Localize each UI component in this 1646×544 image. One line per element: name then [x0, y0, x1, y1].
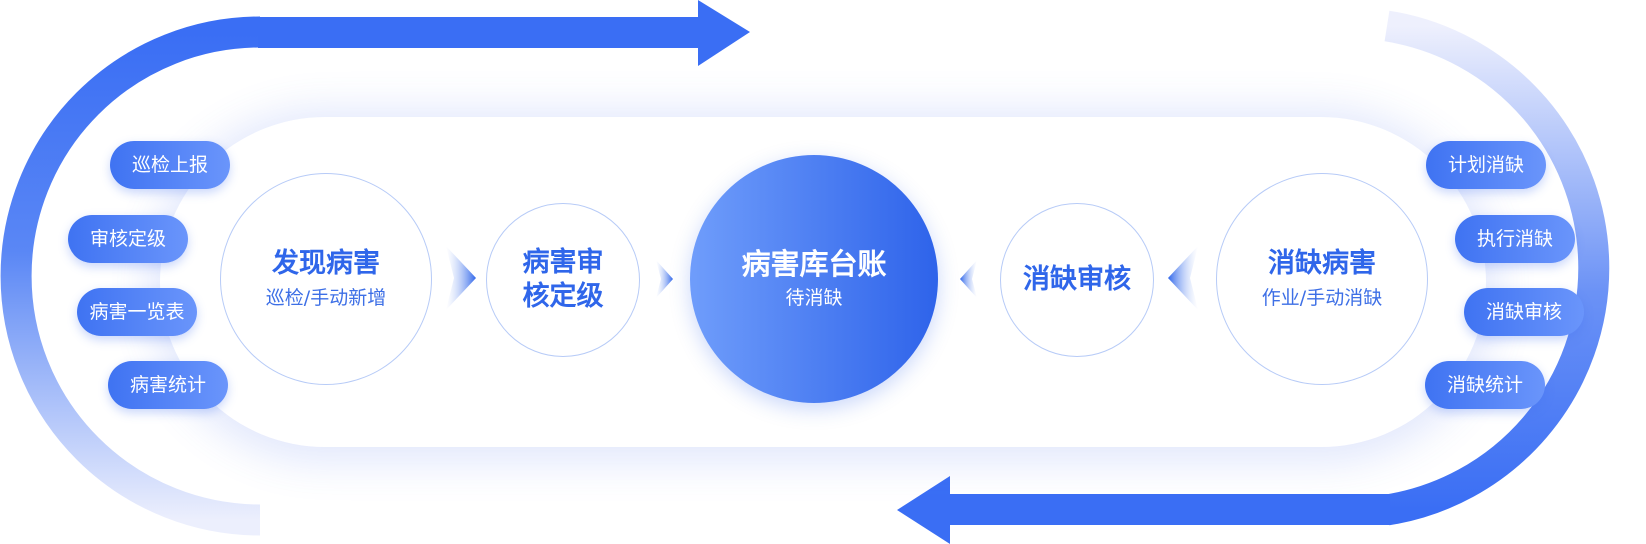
left-loop-arc [0, 16, 261, 536]
node-discover-defect: 发现病害 巡检/手动新增 [220, 173, 432, 385]
node-eliminate-title: 消缺病害 [1268, 248, 1376, 279]
left-item-review-grade[interactable]: 审核定级 [68, 215, 188, 263]
node-elimination-review: 消缺审核 [1000, 203, 1154, 357]
right-item-elimination-review[interactable]: 消缺审核 [1464, 288, 1584, 336]
node-eliminate-sub: 作业/手动消缺 [1261, 287, 1383, 309]
bottom-arrow-head [897, 476, 950, 544]
node-defect-ledger: 病害库台账 待消缺 [690, 155, 938, 403]
right-item-execute-elimination[interactable]: 执行消缺 [1455, 215, 1575, 263]
left-item-defect-list[interactable]: 病害一览表 [77, 288, 197, 336]
left-item-patrol-report[interactable]: 巡检上报 [110, 141, 230, 189]
node-elim-review-title: 消缺审核 [1023, 264, 1131, 295]
node-discover-title: 发现病害 [272, 248, 380, 279]
node-discover-sub: 巡检/手动新增 [265, 287, 387, 309]
top-arrow-shaft [258, 17, 700, 48]
chevron-right-icon [656, 260, 673, 298]
node-eliminate-defect: 消缺病害 作业/手动消缺 [1216, 173, 1428, 385]
node-review-grade: 病害审 核定级 [486, 203, 640, 357]
node-ledger-title: 病害库台账 [741, 247, 887, 281]
right-item-plan-elimination[interactable]: 计划消缺 [1426, 141, 1546, 189]
right-item-elimination-stats[interactable]: 消缺统计 [1425, 361, 1545, 409]
right-loop-arc [1384, 10, 1610, 526]
node-ledger-sub: 待消缺 [785, 287, 843, 309]
chevron-right-icon [446, 246, 476, 310]
left-item-defect-stats[interactable]: 病害统计 [108, 361, 228, 409]
bottom-arrow-shaft [948, 494, 1390, 525]
node-review-line1: 病害审 [522, 247, 604, 278]
chevron-left-icon [960, 260, 977, 298]
node-review-line2: 核定级 [522, 281, 604, 312]
top-arrow-head [698, 0, 750, 66]
chevron-left-icon [1168, 246, 1198, 310]
